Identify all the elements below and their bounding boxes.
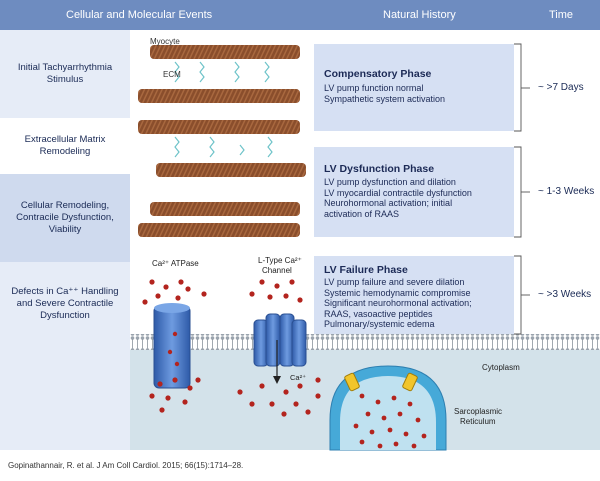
header-cellular-events: Cellular and Molecular Events	[66, 9, 213, 21]
phase-detail: activation of RAAS	[324, 208, 400, 219]
phase-detail: Sympathetic system activation	[324, 93, 446, 104]
phase-detail: Systemic hemodynamic compromise	[324, 287, 471, 298]
phase-box-compensatory: Compensatory Phase LV pump function norm…	[314, 44, 514, 131]
event-row-calcium-defects: Defects in Ca⁺⁺ Handling and Severe Cont…	[0, 262, 130, 450]
phase-box-lv-failure: LV Failure Phase LV pump failure and sev…	[314, 256, 514, 334]
phase-detail: LV pump function normal	[324, 83, 424, 93]
event-label: Initial Tachyarrhythmia Stimulus	[17, 62, 113, 85]
sarcoplasmic-reticulum	[329, 365, 447, 451]
phase-detail: Significant neurohormonal activation;	[324, 298, 472, 308]
citation: Gopinathannair, R. et al. J Am Coll Card…	[8, 461, 244, 470]
myocyte-fiber	[150, 202, 300, 216]
ltype-label-line1: L-Type Ca²⁺	[258, 256, 302, 265]
ca-atpase-pump	[153, 303, 191, 389]
event-label: Cellular Remodeling, Contracile Dysfunct…	[16, 200, 114, 235]
phase-box-lv-dysfunction: LV Dysfunction Phase LV pump dysfunction…	[314, 147, 514, 237]
events-column: Initial Tachyarrhythmia Stimulus Extrace…	[0, 30, 130, 450]
event-row-cellular-remodeling: Cellular Remodeling, Contracile Dysfunct…	[0, 174, 130, 262]
phase-title: LV Failure Phase	[324, 264, 408, 276]
header-time: Time	[549, 9, 574, 21]
time-label-lv-failure: ~ >3 Weeks	[538, 289, 592, 300]
myocyte-fiber	[138, 223, 300, 237]
ltype-label-line2: Channel	[262, 266, 292, 275]
myocyte-fiber	[138, 120, 300, 134]
phase-detail: LV pump failure and severe dilation	[324, 277, 465, 287]
event-row-tachyarrhythmia: Initial Tachyarrhythmia Stimulus	[0, 30, 130, 118]
time-label-compensatory: ~ >7 Days	[538, 82, 584, 93]
phase-detail: RAAS, vasoactive peptides	[324, 308, 433, 319]
phase-title: Compensatory Phase	[324, 68, 432, 80]
event-row-ecm-remodeling: Extracellular Matrix Remodeling	[0, 118, 130, 174]
sr-label-line2: Reticulum	[460, 417, 496, 426]
arrow-head-icon	[273, 376, 281, 384]
calcium-ion-label: Ca²⁺	[290, 373, 306, 382]
ca-atpase-label: Ca²⁺ ATPase	[152, 259, 199, 268]
phase-detail: LV pump dysfunction and dilation	[324, 177, 456, 187]
time-label-lv-dysfunction: ~ 1-3 Weeks	[538, 186, 595, 197]
myocyte-fiber	[138, 89, 300, 103]
calcium-ions	[142, 279, 427, 449]
sr-label-line1: Sarcoplasmic	[454, 407, 502, 416]
myocyte-fiber	[150, 45, 300, 59]
phase-detail: LV myocardial contractile dysfunction	[324, 187, 472, 198]
phase-detail: Neurohormonal activation; initial	[324, 198, 453, 208]
phase-detail: Pulmonary/systemic edema	[324, 319, 435, 329]
phase-title: LV Dysfunction Phase	[324, 163, 435, 175]
cytoplasm-label: Cytoplasm	[482, 363, 520, 372]
ecm-fibers	[174, 61, 273, 158]
cell-membrane	[130, 334, 600, 350]
myocyte-fiber	[156, 163, 306, 177]
event-label: Extracellular Matrix Remodeling	[24, 134, 106, 157]
header-natural-history: Natural History	[383, 9, 456, 21]
myocyte-label: Myocyte	[150, 37, 180, 46]
event-label: Defects in Ca⁺⁺ Handling and Severe Cont…	[11, 285, 119, 321]
time-brackets	[514, 43, 530, 335]
ecm-label: ECM	[163, 70, 181, 79]
header-bar: Cellular and Molecular Events Natural Hi…	[0, 0, 600, 30]
ltype-channel	[253, 313, 307, 367]
myocyte-fibers	[138, 45, 306, 237]
